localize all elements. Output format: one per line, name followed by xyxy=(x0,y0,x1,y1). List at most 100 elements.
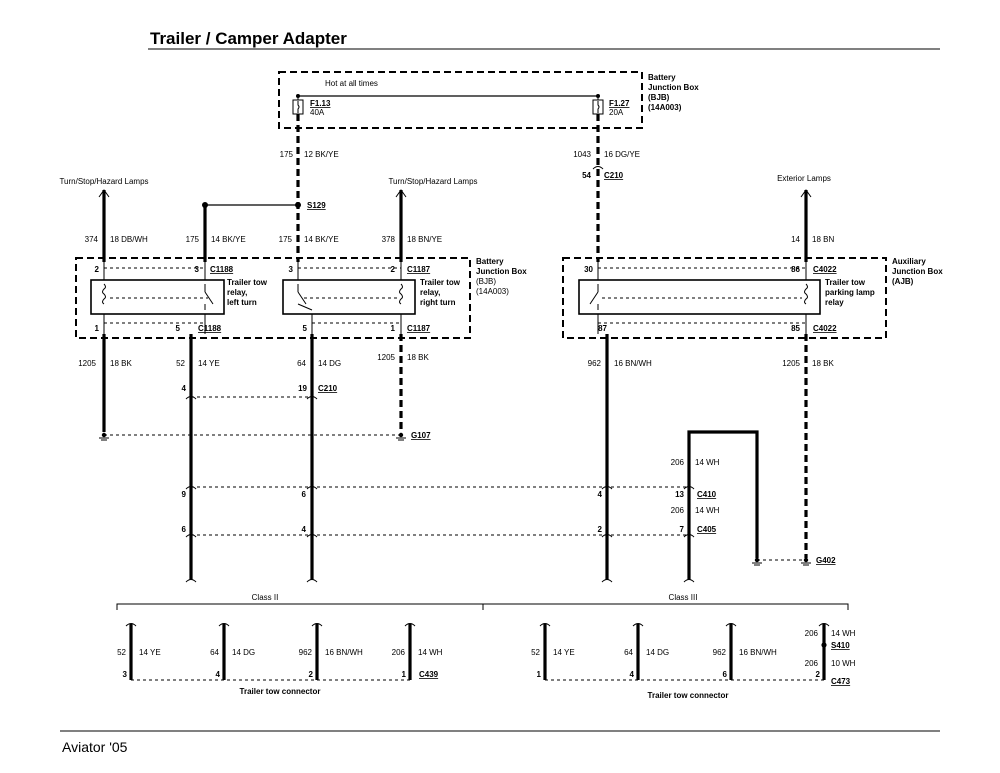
pin-label: 2 xyxy=(816,670,821,679)
relay-parking-name-2: parking lamp xyxy=(825,288,875,297)
c439-pin-circuit: 64 xyxy=(210,648,219,657)
relay-parking-name-3: relay xyxy=(825,298,844,307)
wire-206-b-circuit: 206 xyxy=(671,506,685,515)
wire-378-circuit: 378 xyxy=(382,235,396,244)
c439-pin-label: 14 YE xyxy=(139,648,161,657)
relay-right-name-3: right turn xyxy=(420,298,456,307)
fuse-icon xyxy=(592,99,604,115)
wire-64-circuit: 64 xyxy=(297,359,306,368)
pin-label: 2 xyxy=(598,525,603,534)
splice-s410: S410 xyxy=(831,641,850,650)
ajb-name-2: Junction Box xyxy=(892,267,943,276)
pin-label: 1 xyxy=(537,670,542,679)
pin-label: 2 xyxy=(95,265,100,274)
relay-switch-icon xyxy=(589,291,599,305)
bjb-relay-name-2: Junction Box xyxy=(476,267,527,276)
pin-label: 9 xyxy=(182,490,187,499)
ground-icon xyxy=(752,557,762,566)
wire-1043-circuit: 1043 xyxy=(573,150,591,159)
pin-label: 87 xyxy=(598,324,607,333)
connector-icon xyxy=(306,396,318,400)
relay-coil-icon xyxy=(804,283,808,305)
ground-g107: G107 xyxy=(411,431,431,440)
connector-icon xyxy=(185,579,695,583)
arrow-icon xyxy=(800,189,812,198)
relay-left-name-3: left turn xyxy=(227,298,257,307)
pin-label: 85 xyxy=(791,324,800,333)
c439-pin-circuit: 206 xyxy=(392,648,406,657)
c473-206-bot-circuit: 206 xyxy=(805,659,819,668)
wire-64-label: 14 DG xyxy=(318,359,341,368)
relay-left-name-1: Trailer tow xyxy=(227,278,268,287)
wire-14-label: 18 BN xyxy=(812,235,834,244)
c473-pin-label: 16 BN/WH xyxy=(739,648,777,657)
connector-c439: C439 xyxy=(419,670,439,679)
wire-52-circuit: 52 xyxy=(176,359,185,368)
splice-s129: S129 xyxy=(307,201,326,210)
wire-1205-a-circuit: 1205 xyxy=(78,359,96,368)
c439-pin-label: 16 BN/WH xyxy=(325,648,363,657)
wire-206-a-circuit: 206 xyxy=(671,458,685,467)
connector-icon xyxy=(185,396,197,400)
wire-1043-label: 16 DG/YE xyxy=(604,150,640,159)
ground-icon xyxy=(396,432,406,441)
connector-c1188-bottom: C1188 xyxy=(198,324,222,333)
pin-label: 2 xyxy=(391,265,396,274)
connector-c210-icon xyxy=(592,166,604,170)
wire-175-b-circuit: 175 xyxy=(279,235,293,244)
bjb-relay-name-1: Battery xyxy=(476,257,504,266)
relay-left-turn: Trailer tow relay, left turn xyxy=(90,262,268,334)
connector-c405: C405 xyxy=(697,525,717,534)
pin-label: 19 xyxy=(298,384,307,393)
pin-label: 4 xyxy=(216,670,221,679)
pin-label: 4 xyxy=(182,384,187,393)
relay-switch-icon xyxy=(297,291,307,305)
wire-52-label: 14 YE xyxy=(198,359,220,368)
pin-label: 4 xyxy=(630,670,635,679)
ground-icon xyxy=(99,432,109,441)
pin-label: 30 xyxy=(584,265,593,274)
wire-206-b-label: 14 WH xyxy=(695,506,720,515)
bjb-relay-box: Battery Junction Box (BJB) (14A003) Trai… xyxy=(75,257,527,339)
pin-label: 1 xyxy=(402,670,407,679)
class-iii-label: Class III xyxy=(669,593,698,602)
pin-label: 5 xyxy=(303,324,308,333)
bjb-fuse-box: Hot at all times F1.13 40A F1.27 20A Bat… xyxy=(278,71,699,129)
pin-label: 6 xyxy=(723,670,728,679)
connector-icon xyxy=(185,534,695,538)
class-ii-connector: 52 14 YE 64 14 DG 962 16 BN/WH 206 14 WH… xyxy=(117,623,443,696)
wire-175-a-label: 14 BK/YE xyxy=(211,235,246,244)
c473-206-top-label: 14 WH xyxy=(831,629,856,638)
relay-coil-icon xyxy=(399,283,403,305)
ground-g402: G402 xyxy=(816,556,836,565)
connector-c1188-top: C1188 xyxy=(210,265,234,274)
wire-1205-c-circuit: 1205 xyxy=(782,359,800,368)
mid-lamps-label: Turn/Stop/Hazard Lamps xyxy=(388,177,477,186)
ajb-name-3: (AJB) xyxy=(892,277,914,286)
wire-206 xyxy=(687,430,759,580)
relay-coil-icon xyxy=(102,283,106,305)
relay-parking-name-1: Trailer tow xyxy=(825,278,866,287)
pin-label: 3 xyxy=(123,670,128,679)
bjb-top-name-3: (BJB) xyxy=(648,93,670,102)
c473-pin-circuit: 64 xyxy=(624,648,633,657)
c210-label: C210 xyxy=(604,171,624,180)
pin-label: 5 xyxy=(176,324,181,333)
fuse-f127-name: F1.27 xyxy=(609,99,630,108)
fuse-f113-rating: 40A xyxy=(310,108,325,117)
wire-14-circuit: 14 xyxy=(791,235,800,244)
relay-right-turn: Trailer tow relay, right turn xyxy=(282,262,461,334)
class-iii-connector-label: Trailer tow connector xyxy=(648,691,729,700)
pin-label: 86 xyxy=(791,265,800,274)
c473-pin-label: 14 DG xyxy=(646,648,669,657)
relay-parking-lamp xyxy=(578,279,821,315)
wire-374-label: 18 DB/WH xyxy=(110,235,148,244)
pin-label: 2 xyxy=(309,670,314,679)
c439-pin-label: 14 WH xyxy=(418,648,443,657)
relay-right-name-1: Trailer tow xyxy=(420,278,461,287)
connector-c1187-top: C1187 xyxy=(407,265,431,274)
connector-icon xyxy=(185,486,695,490)
class-iii-connector: 52 14 YE 64 14 DG 962 16 BN/WH 206 14 WH… xyxy=(531,623,856,700)
page-title: Trailer / Camper Adapter xyxy=(150,29,347,48)
